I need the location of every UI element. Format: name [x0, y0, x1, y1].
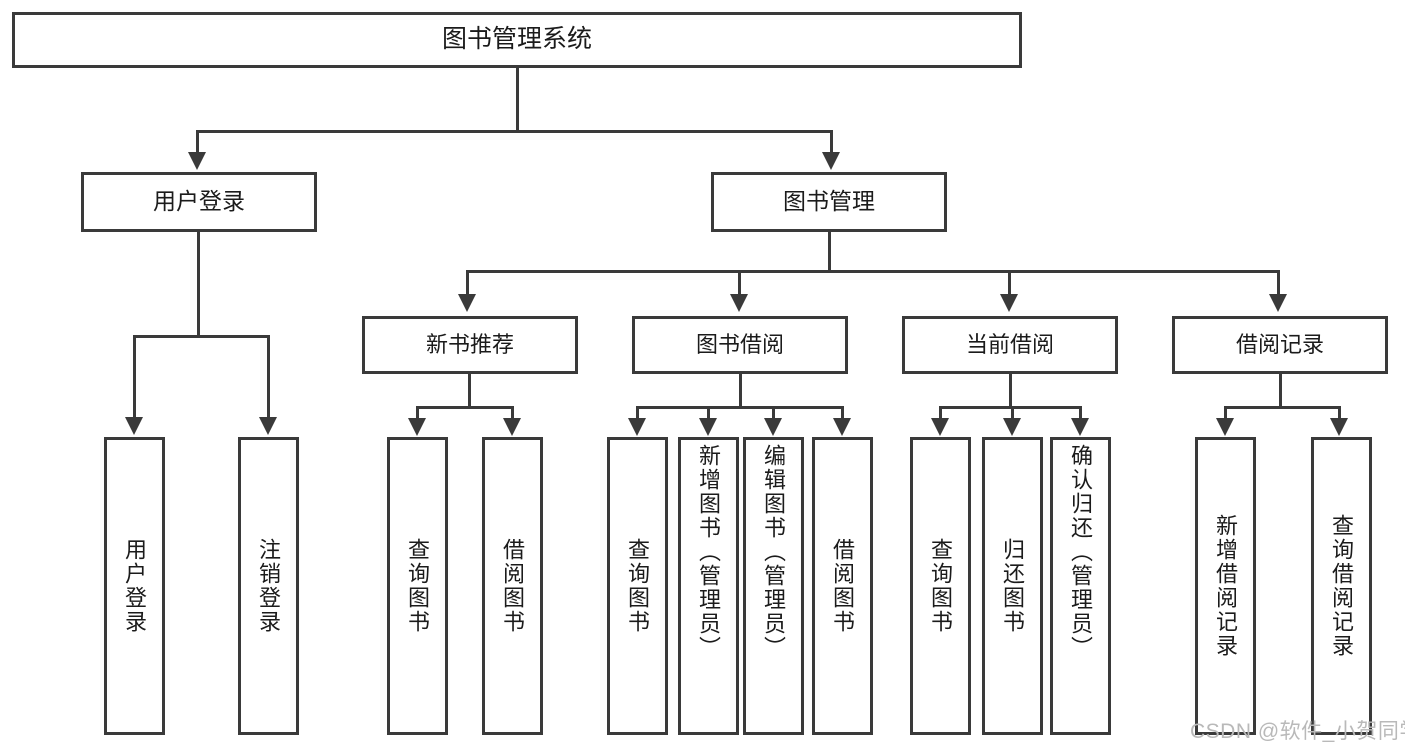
node-label: 图书借阅 [695, 332, 784, 358]
arrowhead-user-login [188, 152, 206, 170]
node-label: 用户登录 [153, 188, 245, 215]
node-book-management[interactable]: 图书管理 [711, 172, 947, 232]
leaf-add-book-admin[interactable]: 新增图书（管理员） [678, 437, 739, 735]
arrowhead-leaf-borrow-book-1 [503, 418, 521, 436]
arrowhead-leaf-query-book-3 [931, 418, 949, 436]
leaf-label: 借阅图书 [500, 538, 526, 634]
node-label: 图书管理 [783, 188, 875, 215]
arrowhead-book-manage [822, 152, 840, 170]
connector-book-borrow-stem [739, 374, 742, 406]
node-new-book-recommend[interactable]: 新书推荐 [362, 316, 578, 374]
leaf-borrow-book-recommend[interactable]: 借阅图书 [482, 437, 543, 735]
arrowhead-leaf-query-record [1330, 418, 1348, 436]
arrowhead-leaf-query-book-2 [628, 418, 646, 436]
leaf-label: 编辑图书（管理员） [761, 444, 787, 660]
arrowhead-book-borrow [730, 294, 748, 312]
leaf-label: 查询图书 [405, 538, 431, 634]
connector-borrow-record-child-1 [1224, 406, 1227, 420]
connector-book-manage-stem [828, 232, 831, 270]
arrowhead-borrow-record [1269, 294, 1287, 312]
arrowhead-new-book [458, 294, 476, 312]
connector-to-book-manage [830, 130, 833, 156]
node-label: 当前借阅 [965, 332, 1054, 358]
node-label: 图书管理系统 [441, 25, 592, 54]
leaf-query-book-borrow[interactable]: 查询图书 [607, 437, 668, 735]
connector-book-borrow-child-2 [707, 406, 710, 420]
connector-level2-bar [466, 270, 1280, 273]
connector-new-book-child-1 [416, 406, 419, 420]
arrowhead-leaf-logout [259, 417, 277, 435]
connector-borrow-record-stem [1279, 374, 1282, 406]
connector-current-borrow-bar [939, 406, 1081, 409]
leaf-return-book[interactable]: 归还图书 [982, 437, 1043, 735]
leaf-query-book-current[interactable]: 查询图书 [910, 437, 971, 735]
leaf-label: 新增借阅记录 [1213, 514, 1239, 658]
connector-to-book-borrow [738, 270, 741, 296]
arrowhead-leaf-add-book [699, 418, 717, 436]
arrowhead-leaf-borrow-book-2 [833, 418, 851, 436]
connector-root-bar [196, 130, 833, 133]
connector-book-borrow-child-4 [841, 406, 844, 420]
connector-to-borrow-record [1277, 270, 1280, 296]
arrowhead-leaf-confirm-return [1071, 418, 1089, 436]
node-label: 新书推荐 [425, 332, 514, 358]
leaf-user-login[interactable]: 用户登录 [104, 437, 165, 735]
connector-new-book-child-2 [511, 406, 514, 420]
node-label: 借阅记录 [1235, 332, 1324, 358]
connector-new-book-stem [468, 374, 471, 406]
leaf-label: 查询图书 [928, 538, 954, 634]
leaf-logout[interactable]: 注销登录 [238, 437, 299, 735]
leaf-label: 注销登录 [256, 538, 282, 634]
connector-user-login-stem [197, 232, 200, 335]
leaf-label: 查询图书 [625, 538, 651, 634]
connector-new-book-bar [416, 406, 514, 409]
node-current-borrow[interactable]: 当前借阅 [902, 316, 1118, 374]
connector-user-login-child-2 [267, 335, 270, 419]
connector-root-stem [516, 68, 519, 130]
connector-user-login-child-1 [133, 335, 136, 419]
node-borrow-record[interactable]: 借阅记录 [1172, 316, 1388, 374]
leaf-label: 新增图书（管理员） [696, 444, 722, 660]
leaf-query-borrow-record[interactable]: 查询借阅记录 [1311, 437, 1372, 735]
leaf-query-book-recommend[interactable]: 查询图书 [387, 437, 448, 735]
leaf-borrow-book[interactable]: 借阅图书 [812, 437, 873, 735]
connector-user-login-bar [133, 335, 269, 338]
node-book-borrow[interactable]: 图书借阅 [632, 316, 848, 374]
arrowhead-leaf-add-record [1216, 418, 1234, 436]
leaf-add-borrow-record[interactable]: 新增借阅记录 [1195, 437, 1256, 735]
arrowhead-leaf-query-book-1 [408, 418, 426, 436]
arrowhead-leaf-edit-book [764, 418, 782, 436]
connector-book-borrow-bar [636, 406, 844, 409]
connector-book-borrow-child-3 [772, 406, 775, 420]
leaf-label: 查询借阅记录 [1329, 514, 1355, 658]
connector-borrow-record-child-2 [1338, 406, 1341, 420]
leaf-label: 用户登录 [122, 538, 148, 634]
connector-current-borrow-child-3 [1079, 406, 1082, 420]
connector-book-borrow-child-1 [636, 406, 639, 420]
arrowhead-leaf-user-login [125, 417, 143, 435]
arrowhead-leaf-return-book [1003, 418, 1021, 436]
leaf-confirm-return-admin[interactable]: 确认归还（管理员） [1050, 437, 1111, 735]
leaf-label: 借阅图书 [830, 538, 856, 634]
connector-to-current-borrow [1008, 270, 1011, 296]
node-root-system[interactable]: 图书管理系统 [12, 12, 1022, 68]
connector-to-user-login [196, 130, 199, 156]
node-user-login[interactable]: 用户登录 [81, 172, 317, 232]
connector-to-new-book [466, 270, 469, 296]
connector-current-borrow-stem [1009, 374, 1012, 406]
connector-borrow-record-bar [1224, 406, 1341, 409]
arrowhead-current-borrow [1000, 294, 1018, 312]
leaf-edit-book-admin[interactable]: 编辑图书（管理员） [743, 437, 804, 735]
connector-current-borrow-child-2 [1011, 406, 1014, 420]
leaf-label: 归还图书 [1000, 538, 1026, 634]
leaf-label: 确认归还（管理员） [1068, 444, 1094, 660]
connector-current-borrow-child-1 [939, 406, 942, 420]
